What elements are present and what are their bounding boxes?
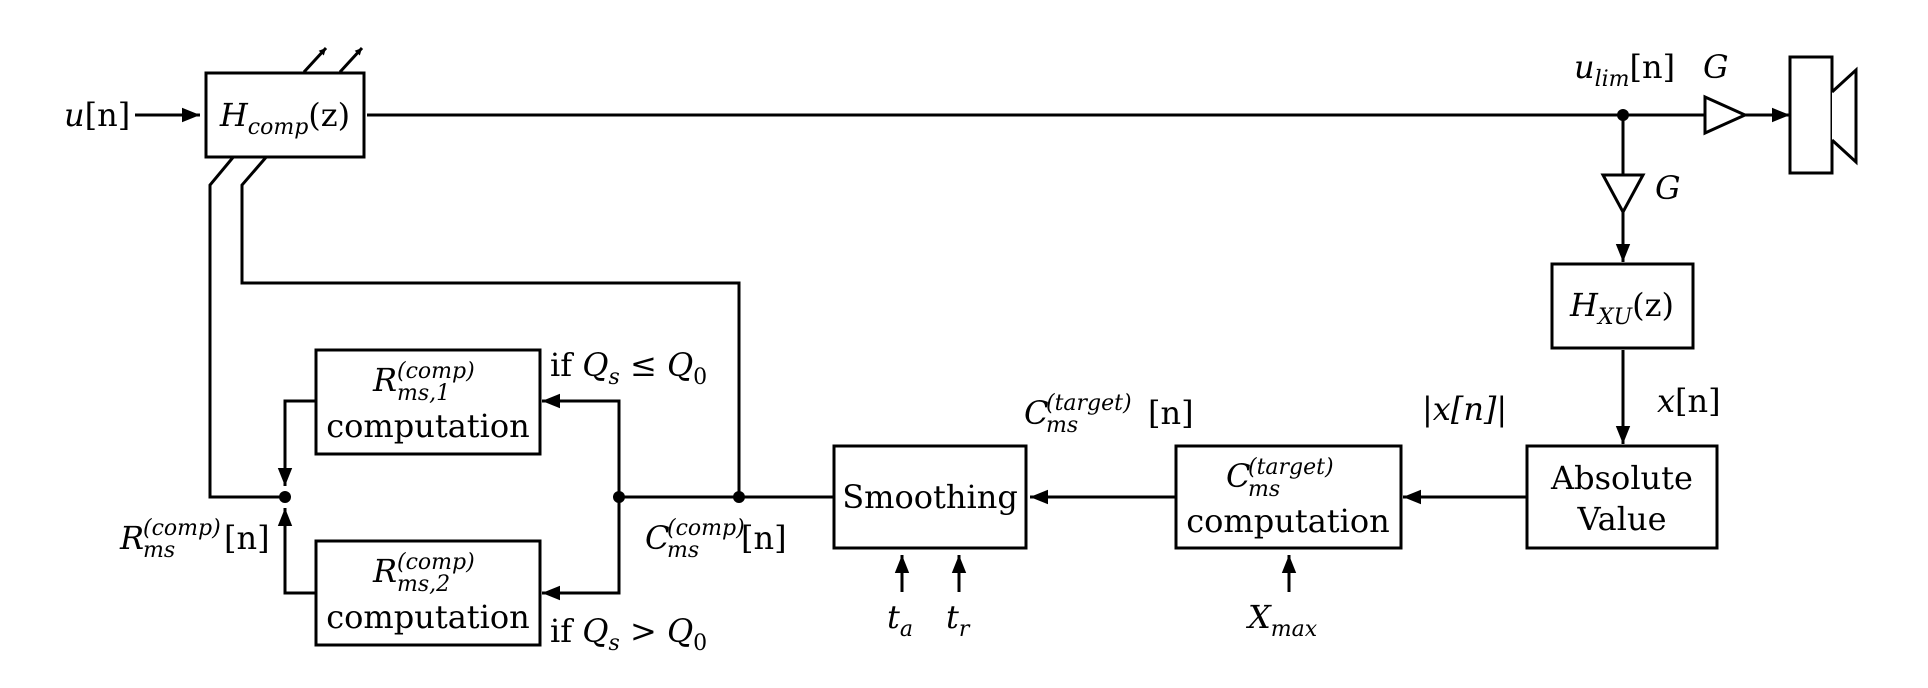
- wire-feedback-cms: [240, 154, 741, 497]
- wire-rms1-out: [277, 399, 316, 486]
- hcomp-label: Hcomp(z): [219, 96, 350, 140]
- rms2-label-sup: (comp): [397, 550, 475, 575]
- junction-ulim: [1617, 109, 1629, 121]
- wire-to-rms1: [542, 393, 621, 497]
- absolute-label-line1: Absolute: [1550, 459, 1693, 497]
- rms1-label-line2: computation: [326, 407, 530, 445]
- wires: [135, 46, 1790, 601]
- tr-label: tr: [946, 598, 971, 642]
- adjust-arrow-1: [302, 46, 328, 74]
- cms-target-label-sup: (target): [1248, 455, 1334, 480]
- condition-rms2: if Qs > Q0: [550, 612, 707, 656]
- cms-target-label-symbol: C: [1226, 457, 1250, 495]
- speaker-icon: [1788, 55, 1858, 175]
- cms-target-label-line2: computation: [1186, 502, 1390, 540]
- cms-comp-signal-sub: ms: [667, 538, 699, 563]
- gain-triangle-down: [1600, 173, 1646, 216]
- smoothing-label: Smoothing: [842, 478, 1018, 516]
- wire-feedback-rms: [208, 154, 285, 499]
- rms-comp-signal-symbol: R: [119, 519, 144, 557]
- input-signal-label: u[n]: [64, 96, 130, 134]
- rms2-label-sub: ms,2: [397, 572, 450, 597]
- junction-cms-feedback: [733, 491, 745, 503]
- ulim-signal-label: ulim[n]: [1574, 48, 1675, 92]
- rms1-label-sup: (comp): [397, 359, 475, 384]
- absolute-value-block: [1525, 444, 1719, 550]
- rms2-label-symbol: R: [372, 552, 397, 590]
- rms1-label-symbol: R: [372, 361, 397, 399]
- adjust-arrow-2: [338, 46, 364, 74]
- cms-target-signal-symbol: C: [1024, 394, 1048, 432]
- rms1-computation-block: [314, 348, 542, 456]
- smoothing-block: [832, 444, 1028, 550]
- hxu-block: [1550, 262, 1695, 350]
- cms-target-computation-block: [1174, 444, 1403, 550]
- hxu-label: HXU(z): [1569, 286, 1674, 330]
- hcomp-block: [204, 71, 366, 159]
- junction-cms-split: [613, 491, 625, 503]
- cms-comp-signal-tail: [n]: [741, 519, 787, 557]
- xmax-label: Xmax: [1245, 598, 1318, 642]
- wire-to-rms2: [542, 497, 621, 601]
- cms-target-label-sub: ms: [1248, 477, 1280, 502]
- ta-label: ta: [887, 598, 913, 642]
- absolute-label-line2: Value: [1576, 500, 1666, 538]
- junction-rms-merge: [279, 491, 291, 503]
- wire-rms2-out: [277, 508, 316, 595]
- rms1-label-sub: ms,1: [397, 381, 450, 406]
- x-signal-label: x[n]: [1657, 382, 1721, 420]
- gain-down-label: G: [1655, 169, 1681, 207]
- cms-comp-signal-sup: (comp): [667, 516, 745, 541]
- rms-comp-signal-sub: ms: [143, 538, 175, 563]
- gain-top-label: G: [1703, 48, 1729, 86]
- cms-comp-signal-symbol: C: [645, 519, 669, 557]
- absx-signal-label: |x[n]|: [1422, 390, 1507, 428]
- cms-target-signal-sup: (target): [1046, 391, 1132, 416]
- rms-comp-signal-tail: [n]: [224, 519, 270, 557]
- rms-comp-signal-sup: (comp): [143, 516, 221, 541]
- rms2-computation-block: [314, 539, 542, 647]
- cms-target-signal-tail: [n]: [1148, 394, 1194, 432]
- rms2-label-line2: computation: [326, 598, 530, 636]
- condition-rms1: if Qs ≤ Q0: [550, 346, 707, 390]
- gain-triangle-top: [1703, 94, 1749, 136]
- cms-target-signal-sub: ms: [1046, 413, 1078, 438]
